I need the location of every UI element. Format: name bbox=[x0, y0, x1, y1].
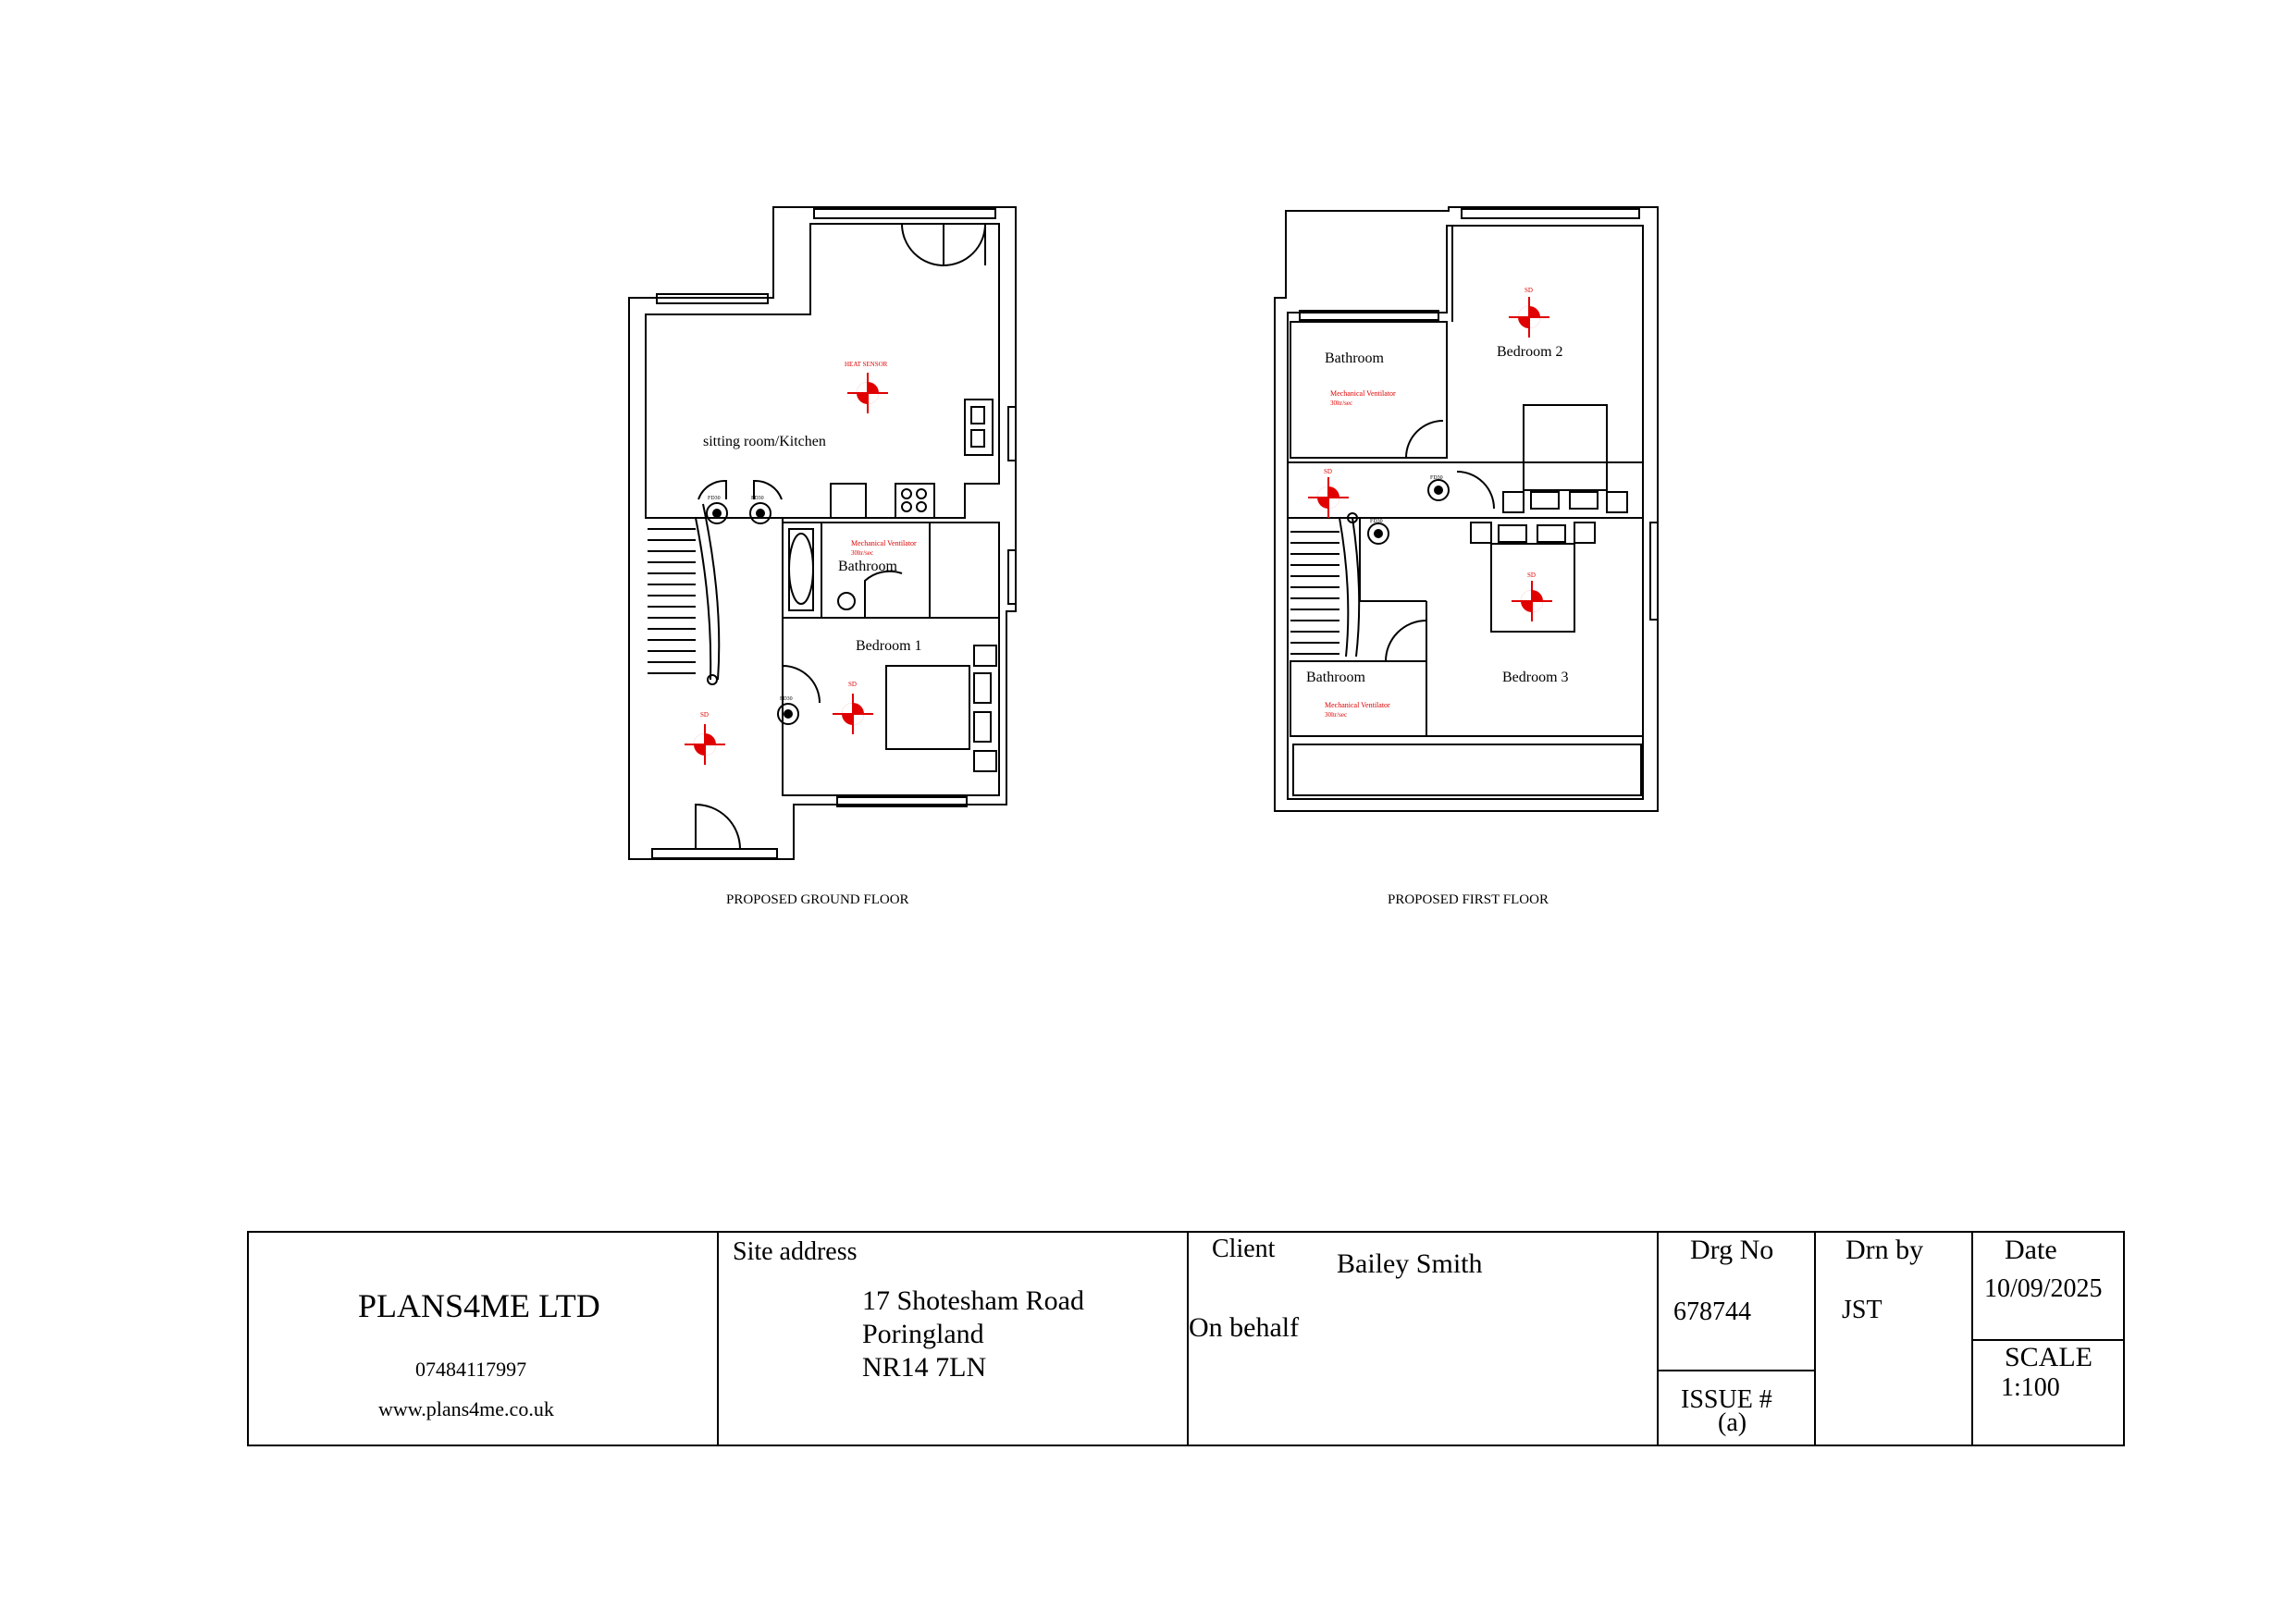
hob bbox=[895, 483, 935, 519]
window bbox=[1649, 522, 1659, 621]
bath bbox=[788, 533, 814, 605]
window bbox=[1007, 549, 1017, 605]
window bbox=[651, 848, 778, 859]
vent-rate: 30ltr/sec bbox=[1330, 400, 1352, 407]
site-line2: Poringland bbox=[862, 1319, 984, 1349]
fire-door-icon bbox=[706, 502, 728, 524]
room-label-bedroom1: Bedroom 1 bbox=[856, 638, 922, 654]
window bbox=[1007, 406, 1017, 461]
vent-label: Mechanical Ventilator bbox=[1330, 389, 1396, 398]
window bbox=[813, 208, 996, 219]
sd-label: SD bbox=[700, 711, 709, 719]
floor-plans: sitting room/Kitchen Bathroom Bedroom 1 … bbox=[628, 206, 1659, 907]
ground-inner-wall bbox=[645, 223, 1000, 519]
room-label-bathroom-bottom: Bathroom bbox=[1306, 670, 1366, 685]
client-name: Bailey Smith bbox=[1337, 1248, 1483, 1279]
heat-sensor-icon bbox=[846, 372, 889, 414]
ground-labels: sitting room/Kitchen Bathroom Bedroom 1 … bbox=[700, 361, 922, 907]
date-cell: Date 10/09/2025 SCALE 1:100 bbox=[1973, 1233, 2123, 1445]
title-block: PLANS4ME LTD 07484117997 www.plans4me.co… bbox=[247, 1231, 2125, 1446]
date-value: 10/09/2025 bbox=[1984, 1274, 2103, 1303]
first-stairs bbox=[1290, 512, 1361, 658]
fire-door-icon bbox=[1427, 479, 1450, 501]
client-cell: Client Bailey Smith On behalf bbox=[1189, 1233, 1659, 1445]
sd-label: SD bbox=[1527, 572, 1536, 579]
first-labels: Bathroom Bedroom 2 Bathroom Bedroom 3 SD… bbox=[1306, 287, 1569, 907]
fire-door-icon bbox=[1367, 523, 1389, 545]
store-area bbox=[1292, 744, 1642, 796]
fd30-label: FD30 bbox=[1370, 519, 1383, 524]
window bbox=[836, 796, 968, 807]
drg-number: 678744 bbox=[1673, 1297, 1751, 1326]
bed bbox=[1490, 543, 1575, 633]
company-cell: PLANS4ME LTD 07484117997 www.plans4me.co… bbox=[249, 1233, 719, 1445]
smoke-detector-icon bbox=[1508, 296, 1550, 338]
vent-label: Mechanical Ventilator bbox=[851, 539, 917, 547]
sd-label: SD bbox=[1324, 468, 1332, 475]
smoke-detector-icon bbox=[832, 693, 874, 735]
first-floor-caption: PROPOSED FIRST FLOOR bbox=[1388, 892, 1549, 907]
drn-value: JST bbox=[1842, 1296, 1882, 1324]
company-website: www.plans4me.co.uk bbox=[378, 1397, 554, 1420]
bathroom-top bbox=[1290, 321, 1448, 459]
room-label-sitting-kitchen: sitting room/Kitchen bbox=[703, 434, 826, 449]
client-label: Client bbox=[1212, 1235, 1276, 1263]
vent-label: Mechanical Ventilator bbox=[1325, 701, 1390, 709]
bed bbox=[885, 665, 970, 750]
site-line3: NR14 7LN bbox=[862, 1352, 987, 1383]
company-name: PLANS4ME LTD bbox=[358, 1287, 600, 1324]
fd30-label: FD30 bbox=[780, 696, 793, 702]
fire-door-icon bbox=[777, 703, 799, 725]
heat-sensor-label: HEAT SENSOR bbox=[845, 361, 888, 368]
fd30-label: FD30 bbox=[1430, 475, 1443, 481]
date-label: Date bbox=[2005, 1235, 2057, 1265]
vent-rate: 30ltr/sec bbox=[851, 549, 873, 557]
room-label-bathroom-top: Bathroom bbox=[1325, 350, 1385, 366]
smoke-detector-icon bbox=[684, 723, 726, 766]
smoke-detector-icon bbox=[1511, 580, 1553, 622]
window bbox=[1461, 208, 1640, 219]
site-cell: Site address 17 Shotesham Road Poringlan… bbox=[719, 1233, 1189, 1445]
smoke-detector-icon bbox=[1307, 476, 1350, 519]
ground-stairs bbox=[648, 503, 721, 685]
first-floor-plan bbox=[1274, 206, 1659, 812]
on-behalf: On behalf bbox=[1189, 1312, 1300, 1343]
room-label-bedroom2: Bedroom 2 bbox=[1497, 344, 1563, 360]
site-line1: 17 Shotesham Road bbox=[862, 1285, 1084, 1316]
window bbox=[1299, 310, 1439, 321]
issue-value: (a) bbox=[1718, 1408, 1747, 1437]
sd-label: SD bbox=[848, 681, 857, 688]
fire-door-icon bbox=[749, 502, 772, 524]
sd-label: SD bbox=[1524, 287, 1533, 294]
window bbox=[656, 293, 769, 304]
room-label-bedroom3: Bedroom 3 bbox=[1502, 670, 1569, 685]
site-label: Site address bbox=[733, 1237, 858, 1266]
first-inner-wall bbox=[1287, 225, 1644, 800]
drn-label: Drn by bbox=[1845, 1235, 1924, 1265]
drn-cell: Drn by JST bbox=[1816, 1233, 1973, 1445]
scale-label: SCALE bbox=[2005, 1342, 2093, 1372]
ground-floor-caption: PROPOSED GROUND FLOOR bbox=[726, 892, 909, 907]
room-label-bathroom: Bathroom bbox=[838, 559, 898, 574]
drg-label: Drg No bbox=[1690, 1235, 1774, 1265]
issue-label: ISSUE # bbox=[1681, 1385, 1772, 1414]
ground-floor-plan bbox=[628, 206, 1017, 860]
fd30-label: FD30 bbox=[751, 496, 764, 501]
bed bbox=[1523, 404, 1608, 491]
date-divider bbox=[1973, 1339, 2123, 1341]
first-outer-wall bbox=[1274, 206, 1659, 812]
fd30-label: FD30 bbox=[708, 496, 721, 501]
drg-divider bbox=[1659, 1370, 1814, 1371]
company-phone: 07484117997 bbox=[415, 1358, 527, 1381]
drg-cell: Drg No 678744 ISSUE # (a) bbox=[1659, 1233, 1816, 1445]
sink bbox=[964, 399, 994, 456]
scale-value: 1:100 bbox=[2001, 1373, 2060, 1402]
vent-rate: 30ltr/sec bbox=[1325, 711, 1347, 719]
